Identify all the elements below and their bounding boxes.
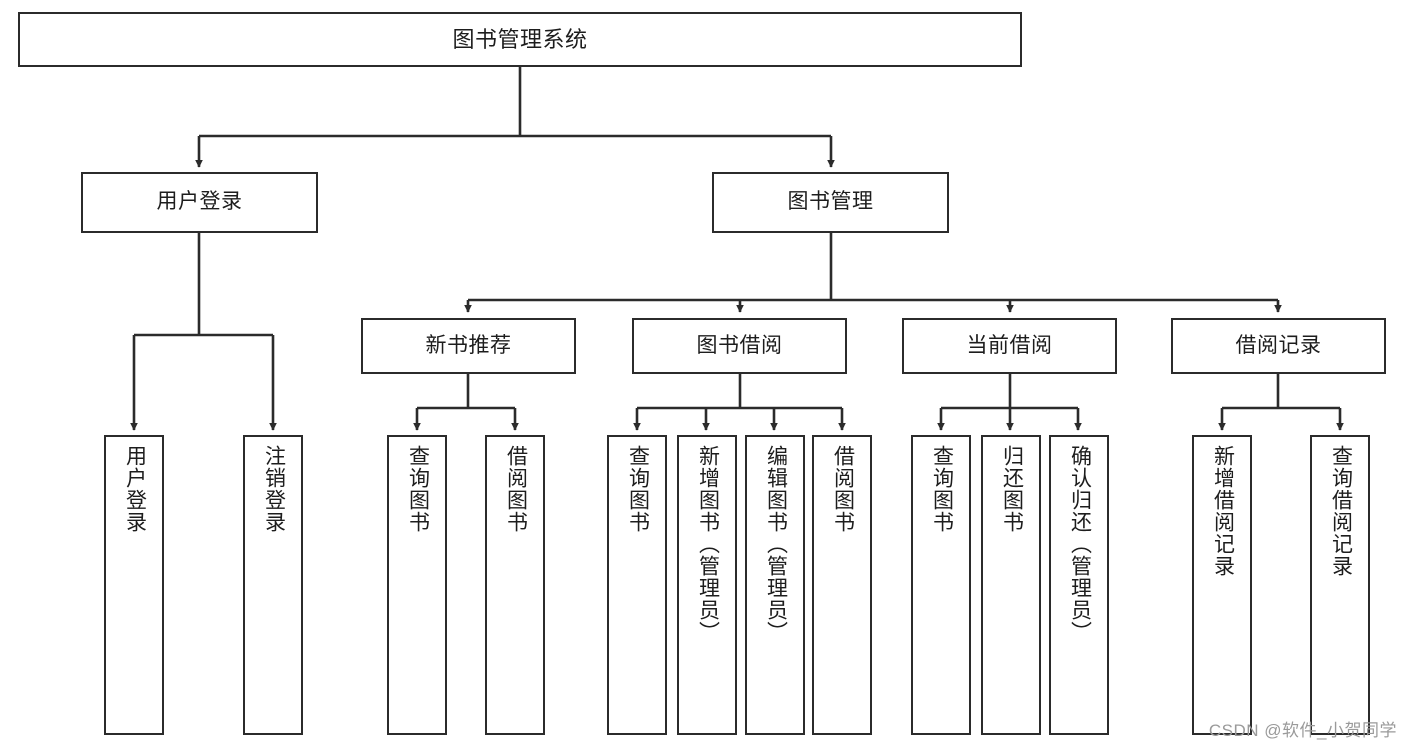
node-label: 查询图书: [626, 445, 650, 533]
leaf-book-borrow-add-book-admin[interactable]: 新增图书（管理员）: [677, 435, 737, 735]
leaf-borrow-record-query-record[interactable]: 查询借阅记录: [1310, 435, 1370, 735]
node-label: 新增图书（管理员）: [696, 445, 720, 643]
node-root-book-management-system[interactable]: 图书管理系统: [18, 12, 1022, 67]
node-label: 借阅图书: [504, 445, 528, 533]
node-label: 查询图书: [930, 445, 954, 533]
node-label: 新增借阅记录: [1211, 445, 1235, 577]
node-label: 确认归还（管理员）: [1068, 445, 1092, 643]
node-label: 图书管理: [787, 190, 874, 214]
node-label: 注销登录: [262, 445, 286, 533]
node-label: 图书借阅: [696, 333, 783, 357]
watermark-text: CSDN @软件_小贺同学: [1208, 721, 1397, 740]
leaf-book-borrow-borrow-book[interactable]: 借阅图书: [812, 435, 872, 735]
node-user-login[interactable]: 用户登录: [81, 172, 318, 233]
leaf-user-login-login[interactable]: 用户登录: [104, 435, 164, 735]
leaf-new-book-query-book[interactable]: 查询图书: [387, 435, 447, 735]
leaf-current-borrow-return-book[interactable]: 归还图书: [981, 435, 1041, 735]
leaf-book-borrow-edit-book-admin[interactable]: 编辑图书（管理员）: [745, 435, 805, 735]
node-label: 用户登录: [123, 445, 147, 533]
leaf-borrow-record-add-record[interactable]: 新增借阅记录: [1192, 435, 1252, 735]
node-book-borrow[interactable]: 图书借阅: [632, 318, 847, 374]
leaf-new-book-borrow-book[interactable]: 借阅图书: [485, 435, 545, 735]
node-label: 编辑图书（管理员）: [764, 445, 788, 643]
node-label: 图书管理系统: [452, 26, 588, 52]
node-label: 归还图书: [1000, 445, 1024, 533]
node-label: 查询借阅记录: [1329, 445, 1353, 577]
leaf-user-login-logout[interactable]: 注销登录: [243, 435, 303, 735]
leaf-current-borrow-query-book[interactable]: 查询图书: [911, 435, 971, 735]
node-label: 借阅记录: [1235, 333, 1322, 357]
node-current-borrow[interactable]: 当前借阅: [902, 318, 1117, 374]
node-label: 查询图书: [406, 445, 430, 533]
node-new-book-recommend[interactable]: 新书推荐: [361, 318, 576, 374]
node-label: 新书推荐: [425, 333, 512, 357]
leaf-current-borrow-confirm-return-admin[interactable]: 确认归还（管理员）: [1049, 435, 1109, 735]
node-book-management[interactable]: 图书管理: [712, 172, 949, 233]
node-label: 当前借阅: [966, 333, 1053, 357]
node-label: 借阅图书: [831, 445, 855, 533]
node-label: 用户登录: [156, 190, 243, 214]
leaf-book-borrow-query-book[interactable]: 查询图书: [607, 435, 667, 735]
node-borrow-record[interactable]: 借阅记录: [1171, 318, 1386, 374]
